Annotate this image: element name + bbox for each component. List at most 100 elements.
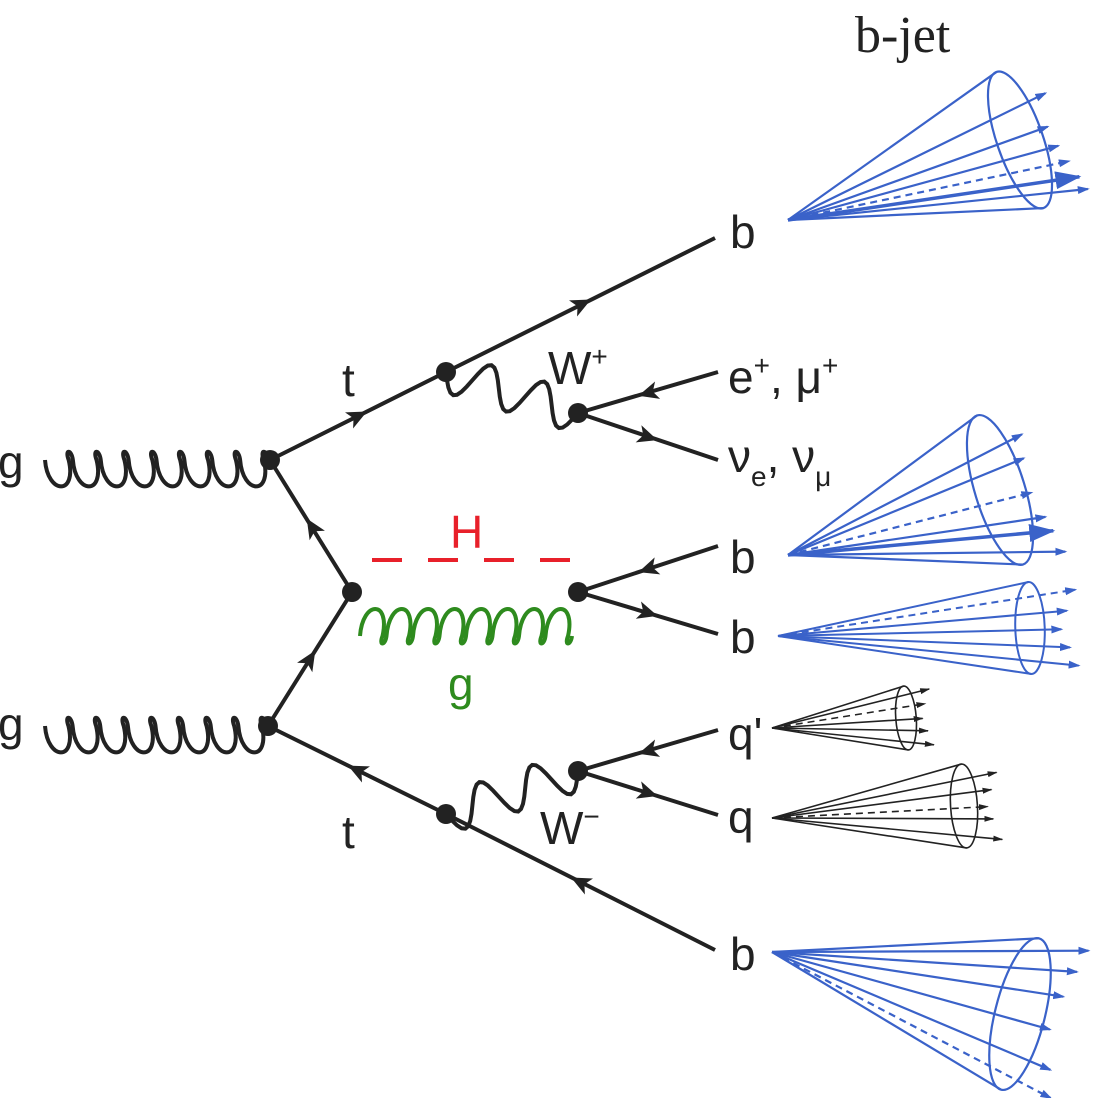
jet-particle-arrow [787,491,1034,557]
jet-particle-arrow [771,950,1053,1071]
label-g-top: g [0,436,24,488]
jet-particle-arrow [771,817,1004,842]
arrow-icon [638,381,661,399]
jet-particle-arrow [787,171,1082,222]
label-t-top: t [342,354,355,406]
w-plus-sup: + [591,341,607,372]
jet-particle-arrow [777,635,1072,652]
label-t-bottom: t [342,806,355,858]
vertices [258,362,588,824]
jet-cone-edge [787,553,1023,566]
label-w-minus: W− [540,801,600,854]
w-plus-boson-line [444,363,580,431]
jet-cone-edge [771,763,962,819]
arrow-icon [345,411,367,429]
jet-cone-edge [787,414,978,556]
lepton-e: e [728,351,754,403]
jet-particle-arrow [771,727,935,747]
jet-cone-edge [771,727,909,751]
fermion-lines [266,236,719,952]
w-minus-boson-line [444,762,580,831]
jet-cone-icon [787,70,1090,222]
label-w-plus: W+ [548,341,608,394]
arrow-icon [297,650,316,673]
jet-particle-arrow [771,804,989,819]
w-plus-base: W [548,342,592,394]
jet-cone-icon [771,763,1004,849]
label-b1: b [730,206,756,258]
jet-particle-arrow [777,625,1064,637]
jet-particle-arrow [771,951,1053,1098]
jet-particle-arrow [771,950,1079,976]
arrow-icon [348,765,370,783]
vertex-dot-icon [568,403,588,423]
jet-cone-mouth [965,413,1035,567]
radiated-gluon [358,607,574,646]
label-b2: b [730,531,756,583]
vertex-dot-icon [436,804,456,824]
jet-cone-edge [777,635,1032,675]
arrow-icon [569,299,591,317]
jet-particle-arrow [777,587,1078,637]
jet-particle-arrow [771,715,924,729]
w-minus-base: W [540,802,584,854]
jet-particle-arrow [787,186,1090,222]
label-q: q [728,791,754,843]
arrow-icon [635,425,658,443]
label-g-bottom: g [0,698,24,750]
jet-cone-edge [787,206,1044,222]
b-jet-title: b-jet [855,7,951,64]
jet-particle-arrow [787,144,1061,222]
jet-cone-mouth [949,763,979,849]
incoming-gluon-top [43,449,270,489]
label-gluon-mid: g [448,658,474,710]
label-neutrinos: νe, νμ [728,430,831,492]
lepton-e-sup: + [754,350,770,381]
jet-particle-arrow [771,688,931,729]
jet-cone-icon [777,581,1081,675]
vertex-dot-icon [568,761,588,781]
arrow-icon [571,877,593,895]
jet-particle-arrow [787,514,1048,557]
jet-particle-arrow [777,607,1069,637]
label-leptons: e+, μ+ [728,350,838,403]
jet-particle-arrow [771,702,927,729]
jet-particle-arrow [787,457,1026,557]
vertex-dot-icon [260,450,280,470]
vertex-dot-icon [568,582,588,602]
jet-particle-arrow [771,815,995,822]
jet-particle-arrow [787,92,1048,221]
jet-cone-mouth [988,936,1052,1092]
jet-cone-icon [771,936,1091,1098]
jet-cone-edge [771,817,967,849]
nu-mu: ν [792,430,815,482]
jet-particle-arrow [771,950,1066,1000]
lepton-sep: , [770,351,796,403]
jet-particle-arrow [787,524,1056,557]
nu-e: ν [728,430,751,482]
arrow-icon [638,557,661,575]
jet-cone-icon [787,413,1068,567]
label-higgs: H [450,506,483,558]
jet-cone-edge [771,685,904,729]
label-q-prime: q' [728,708,762,760]
vertex-dot-icon [436,362,456,382]
jet-cone-edge [777,581,1029,637]
arrow-icon [635,601,658,619]
jet-cone-edge [787,71,998,221]
label-b4: b [730,928,756,980]
vertex-dot-icon [258,716,278,736]
arrow-icon [306,518,325,541]
lepton-mu: μ [796,351,823,403]
jet-particle-arrow [777,635,1081,669]
fermion-arrows [297,299,661,895]
nu-sep: , [767,430,793,482]
nu-mu-sub: μ [815,461,831,492]
incoming-gluon-bottom [43,715,268,755]
jet-particle-arrow [771,787,993,819]
w-minus-sup: − [583,801,599,832]
arrow-icon [638,739,661,757]
jet-cone-icon [771,685,935,751]
